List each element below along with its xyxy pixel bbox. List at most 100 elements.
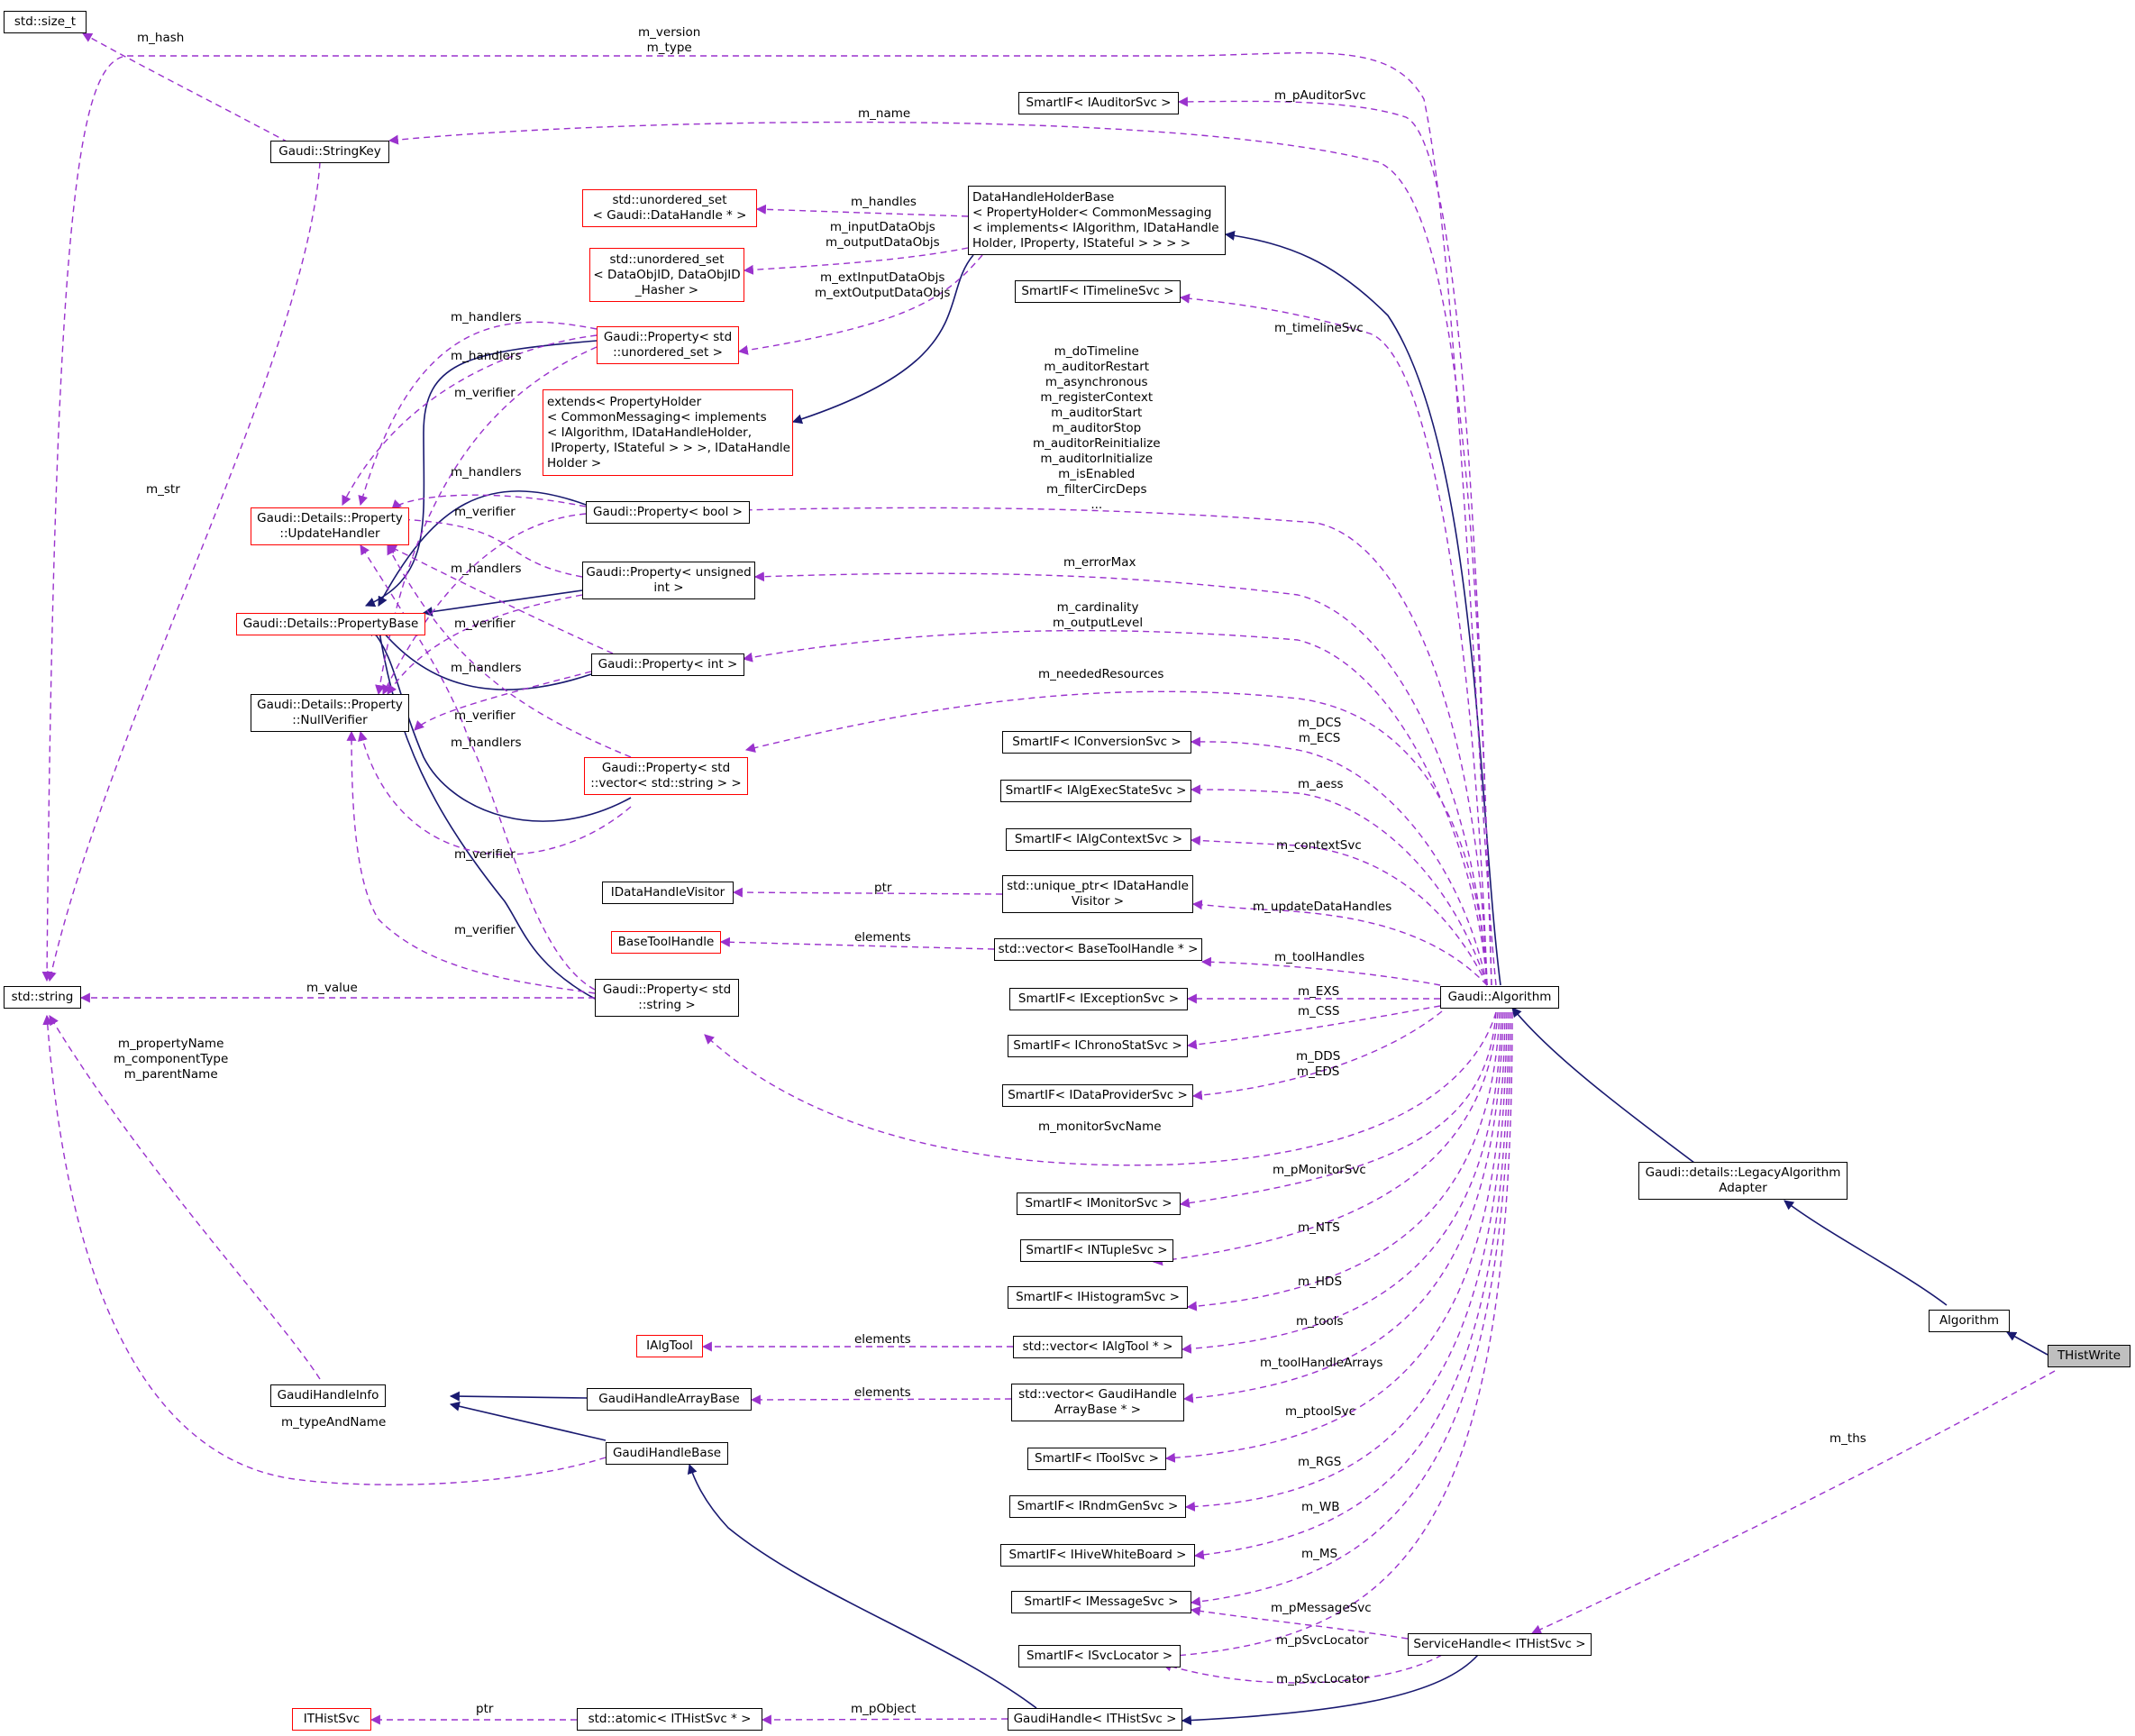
edge-alg-hivewb [1193,1011,1510,1560]
node-std-size-t[interactable]: std::size_t [4,11,87,33]
edge-label-verifier-6: m_verifier [454,923,516,937]
edge-propvec-updh [387,544,632,758]
edge-propbool-nullver [382,513,587,695]
edge-propuint-nullver [387,594,583,695]
node-vector-gaudihandlearray[interactable]: std::vector< GaudiHandle ArrayBase * > [1011,1384,1184,1421]
edge-gaudihandle-ghbase [687,1463,1037,1709]
node-gaudihandleinfo[interactable]: GaudiHandleInfo [270,1384,386,1407]
node-smartif-ihivewhiteboard[interactable]: SmartIF< IHiveWhiteBoard > [1000,1544,1195,1567]
node-smartif-itimelinesvc[interactable]: SmartIF< ITimelineSvc > [1015,280,1181,303]
edge-algorithm-legacy [1784,1200,1948,1306]
node-servicehandle-ithistsvc[interactable]: ServiceHandle< ITHistSvc > [1408,1633,1592,1656]
node-vector-ialgtool[interactable]: std::vector< IAlgTool * > [1013,1336,1182,1358]
edge-propuset-propbase [364,340,598,608]
node-gaudihandle-ithistsvc[interactable]: GaudiHandle< ITHistSvc > [1008,1708,1182,1731]
edge-label-property-names: m_propertyName m_componentType m_parentN… [114,1037,229,1082]
edge-propint-nullver [414,671,592,731]
edge-propvec-propbase [369,626,632,822]
node-property-unsigned-int[interactable]: Gaudi::Property< unsigned int > [582,562,755,599]
edge-servicehandle-gaudihandle [1181,1654,1479,1726]
edge-label-verifier-3: m_verifier [454,617,516,631]
node-smartif-ichronostatsvc[interactable]: SmartIF< IChronoStatSvc > [1008,1035,1188,1057]
node-datahandleholderbase[interactable]: DataHandleHolderBase < PropertyHolder< C… [968,186,1226,255]
edge-alg-propint [742,629,1488,986]
node-smartif-imonitorsvc[interactable]: SmartIF< IMonitorSvc > [1017,1192,1181,1215]
node-gaudihandlebase[interactable]: GaudiHandleBase [606,1442,728,1465]
edge-alg-timeline [1179,293,1488,986]
node-smartif-isvclocator[interactable]: SmartIF< ISvcLocator > [1018,1645,1181,1667]
edge-label-name: m_name [858,106,911,121]
edge-label-update: m_updateDataHandles [1253,900,1392,914]
node-smartif-ihistogramsvc[interactable]: SmartIF< IHistogramSvc > [1008,1286,1188,1309]
node-unordered-set-datahandle[interactable]: std::unordered_set < Gaudi::DataHandle *… [582,189,757,227]
edge-alg-algcontext [1190,836,1488,986]
node-unique-ptr-visitor[interactable]: std::unique_ptr< IDataHandle Visitor > [1002,875,1193,913]
edge-label-ths: m_ths [1829,1431,1866,1446]
edge-label-handles: m_handles [851,195,917,209]
node-gaudihandlearraybase[interactable]: GaudiHandleArrayBase [587,1388,752,1411]
edge-label-rgs: m_RGS [1298,1455,1342,1469]
node-algorithm[interactable]: Algorithm [1929,1310,2010,1332]
node-vector-basetoolhandle[interactable]: std::vector< BaseToolHandle * > [994,938,1202,961]
edge-alg-string-version [41,52,1497,986]
edge-thistwrite-algorithm [2006,1331,2048,1356]
node-gaudi-stringkey[interactable]: Gaudi::StringKey [270,141,389,163]
edge-label-elements-1: elements [854,930,911,945]
node-property-int[interactable]: Gaudi::Property< int > [591,653,744,676]
edge-label-nts: m_NTS [1298,1220,1340,1235]
node-basetoolhandle[interactable]: BaseToolHandle [611,931,721,954]
node-property-vector-string[interactable]: Gaudi::Property< std ::vector< std::stri… [584,757,748,795]
node-idatahandlevisitor[interactable]: IDataHandleVisitor [602,882,734,904]
node-std-string[interactable]: std::string [4,986,81,1009]
node-smartif-itoolsvc[interactable]: SmartIF< IToolSvc > [1027,1448,1166,1470]
edge-alg-propbool [735,505,1488,986]
node-legacyalgorithmadapter[interactable]: Gaudi::details::LegacyAlgorithm Adapter [1638,1162,1848,1200]
node-smartif-iexceptionsvc[interactable]: SmartIF< IExceptionSvc > [1009,988,1188,1010]
node-ithistsvc[interactable]: ITHistSvc [292,1708,371,1731]
edge-label-ptr-2: ptr [476,1702,494,1716]
edge-vecgharray-gharray [750,1394,1012,1405]
edge-label-ext: m_extInputDataObjs m_extOutputDataObjs [815,270,951,300]
edge-label-elements-2: elements [854,1332,911,1347]
node-details-propertybase[interactable]: Gaudi::Details::PropertyBase [236,613,425,635]
edge-propvec-nullver [358,730,632,855]
edge-label-pauditor: m_pAuditorSvc [1274,88,1366,103]
edge-label-handlers-1: m_handlers [451,310,522,324]
node-smartif-iconversionsvc[interactable]: SmartIF< IConversionSvc > [1002,731,1191,754]
node-unordered-set-dataobjid[interactable]: std::unordered_set < DataObjID, DataObjI… [589,248,744,302]
node-property-string[interactable]: Gaudi::Property< std ::string > [595,979,739,1017]
edge-alg-propuint [753,571,1488,986]
edge-label-bool-members: m_doTimeline m_auditorRestart m_asynchro… [1033,344,1161,512]
node-property-updatehandler[interactable]: Gaudi::Details::Property ::UpdateHandler [251,507,409,545]
node-gaudi-algorithm[interactable]: Gaudi::Algorithm [1440,986,1559,1009]
edge-propstring-nullver [346,730,596,994]
edge-label-pobject: m_pObject [851,1702,917,1716]
edge-label-value: m_value [306,981,358,995]
node-property-bool[interactable]: Gaudi::Property< bool > [586,501,750,524]
node-smartif-ialgexecstatesvc[interactable]: SmartIF< IAlgExecStateSvc > [1000,780,1191,802]
node-atomic-ithistsvc[interactable]: std::atomic< ITHistSvc * > [577,1708,762,1731]
node-thistwrite[interactable]: THistWrite [2048,1345,2130,1367]
node-extends-propertyholder[interactable]: extends< PropertyHolder < CommonMessagin… [543,389,793,476]
node-smartif-imessagesvc[interactable]: SmartIF< IMessageSvc > [1011,1591,1191,1613]
edge-alg-chrono [1186,1005,1441,1050]
node-details-nullverifier[interactable]: Gaudi::Details::Property ::NullVerifier [251,694,409,732]
edge-label-verifier-4: m_verifier [454,708,516,723]
edge-label-hds: m_HDS [1298,1275,1343,1289]
edge-label-handlers-4: m_handlers [451,562,522,576]
edge-label-handlers-6: m_handlers [451,736,522,750]
node-smartif-iauditorsvc[interactable]: SmartIF< IAuditorSvc > [1018,92,1179,114]
edge-label-hash: m_hash [137,31,185,45]
node-smartif-irndmgensvc[interactable]: SmartIF< IRndmGenSvc > [1009,1495,1186,1518]
edge-thistwrite-servicehandle [1531,1370,2056,1634]
node-smartif-idataprovidersvc[interactable]: SmartIF< IDataProviderSvc > [1002,1084,1193,1107]
edge-vecbase-basetool [719,937,995,950]
edge-alg-svclocator [1161,1011,1513,1661]
edge-alg-vecalgtool [1181,1011,1502,1354]
node-smartif-intuplesvc[interactable]: SmartIF< INTupleSvc > [1020,1239,1173,1262]
edge-label-needed: m_neededResources [1038,667,1164,681]
node-smartif-ialgcontextsvc[interactable]: SmartIF< IAlgContextSvc > [1006,828,1191,851]
node-property-unordered-set[interactable]: Gaudi::Property< std ::unordered_set > [597,326,739,364]
node-ialgtool[interactable]: IAlgTool [636,1335,703,1357]
